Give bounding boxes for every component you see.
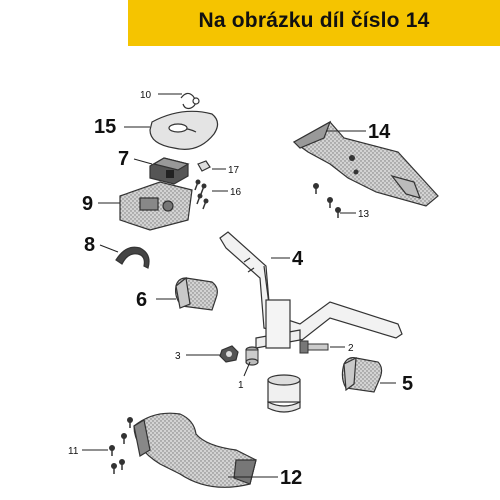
callout-1: 1 xyxy=(238,380,244,391)
part-3-nut xyxy=(219,345,239,363)
part-16-screws xyxy=(194,179,209,210)
part-15-upper-cover xyxy=(149,110,219,150)
callout-13: 13 xyxy=(358,209,370,220)
callout-11: 11 xyxy=(68,446,79,457)
part-14-front-panel xyxy=(292,120,439,207)
callout-9: 9 xyxy=(82,193,93,215)
callout-15: 15 xyxy=(94,116,116,138)
callout-14: 14 xyxy=(368,121,391,143)
part-2-bolt xyxy=(299,340,329,354)
callout-12: 12 xyxy=(280,467,302,489)
callout-17: 17 xyxy=(228,165,240,176)
title-banner: Na obrázku díl číslo 14 xyxy=(128,0,500,46)
part-8-bracket xyxy=(115,246,150,269)
banner-title: Na obrázku díl číslo 14 xyxy=(198,9,430,32)
callout-16: 16 xyxy=(230,187,242,198)
steering-stem xyxy=(267,374,301,413)
callout-3: 3 xyxy=(175,351,181,362)
callout-5: 5 xyxy=(402,373,413,395)
callout-2: 2 xyxy=(348,343,354,354)
callout-7: 7 xyxy=(118,148,129,170)
part-7-switch-housing xyxy=(149,157,190,185)
callout-10: 10 xyxy=(140,90,152,101)
part-9-instrument-panel xyxy=(119,181,193,231)
callout-8: 8 xyxy=(84,234,95,256)
part-1-spacer xyxy=(245,346,259,366)
part-13-screws xyxy=(313,183,341,218)
leader-lines xyxy=(82,93,396,478)
part-6-left-grip xyxy=(175,276,218,311)
callout-6: 6 xyxy=(136,289,147,311)
part-12-lower-cover xyxy=(133,412,257,488)
part-10-clip xyxy=(180,92,200,110)
part-4-handlebar xyxy=(219,231,403,349)
part-17-clip xyxy=(197,160,211,172)
part-11-screws xyxy=(109,417,133,474)
callout-4: 4 xyxy=(292,248,304,270)
part-5-right-grip xyxy=(341,356,383,393)
